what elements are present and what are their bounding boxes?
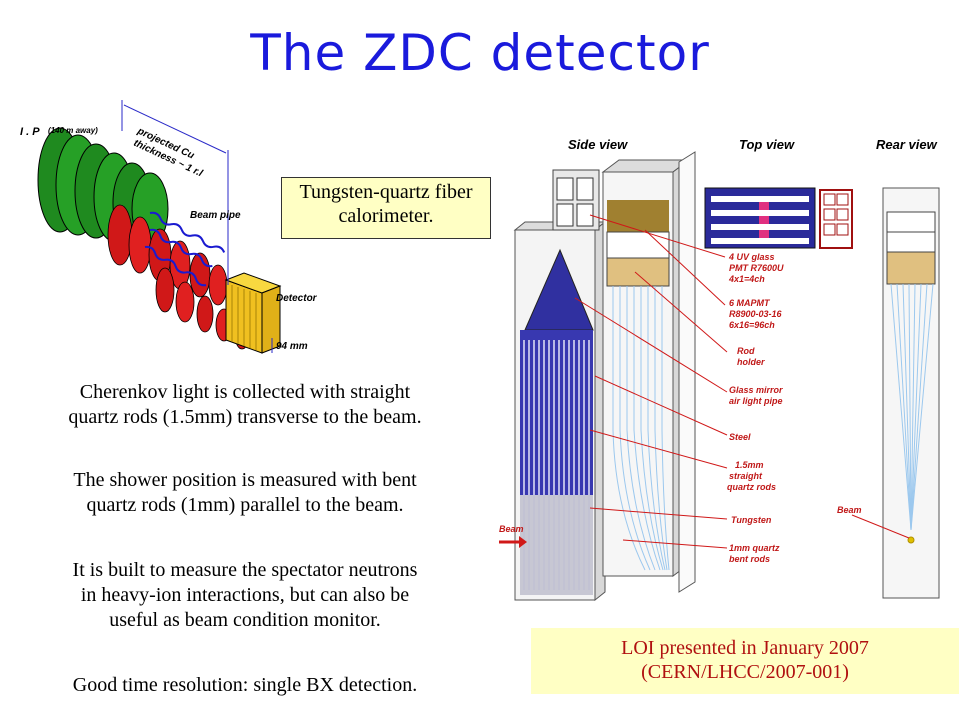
- ip-distance-label: (140 m away): [48, 126, 98, 135]
- svg-text:Beam: Beam: [837, 505, 862, 515]
- paragraph-line: Good time resolution: single BX detectio…: [72, 674, 418, 696]
- paragraph-line: quartz rods (1.5mm) transverse to the be…: [68, 406, 422, 428]
- detector-block: [224, 272, 282, 354]
- svg-text:4 UV glass: 4 UV glass: [728, 252, 775, 262]
- component-labels: 4 UV glass PMT R7600U 4x1=4ch 6 MAPMT R8…: [499, 252, 862, 564]
- top-view-label: Top view: [739, 137, 795, 152]
- beam-detector-illustration: I . P (140 m away) projected Cu thicknes…: [20, 100, 318, 354]
- calorimeter-callout-text: Tungsten-quartz fiber calorimeter.: [299, 181, 473, 227]
- svg-text:Beam: Beam: [499, 524, 524, 534]
- dimension-lines: [121, 100, 273, 353]
- beam-pipe-label: Beam pipe: [190, 210, 241, 221]
- paragraph-line: Cherenkov light is collected with straig…: [79, 381, 411, 403]
- paragraph-line: quartz rods (1mm) parallel to the beam.: [86, 494, 404, 516]
- svg-text:Tungsten: Tungsten: [731, 515, 772, 525]
- svg-text:quartz rods: quartz rods: [727, 482, 776, 492]
- top-view-column: [601, 151, 696, 593]
- svg-text:Steel: Steel: [729, 432, 751, 442]
- ip-label: I . P: [20, 126, 40, 138]
- top-view-pmt-panel: [704, 187, 853, 249]
- paragraph-cherenkov: Cherenkov light is collected with straig…: [20, 380, 470, 430]
- svg-text:bent rods: bent rods: [729, 554, 770, 564]
- detector-views-diagram: Side view Top view Rear view: [499, 137, 940, 602]
- svg-text:straight: straight: [729, 471, 763, 481]
- beam-arrow: [499, 536, 527, 548]
- detector-label: Detector: [276, 293, 318, 304]
- rear-view: [882, 187, 940, 599]
- svg-text:holder: holder: [737, 357, 765, 367]
- svg-text:1mm quartz: 1mm quartz: [729, 543, 780, 553]
- size-label: 94 mm: [276, 341, 308, 352]
- paragraph-line: useful as beam condition monitor.: [109, 609, 381, 631]
- paragraph-line: It is built to measure the spectator neu…: [72, 559, 418, 581]
- svg-text:1.5mm: 1.5mm: [735, 460, 764, 470]
- rear-view-label: Rear view: [876, 137, 938, 152]
- svg-text:R8900-03-16: R8900-03-16: [729, 309, 783, 319]
- loi-line-1: LOI presented in January 2007: [621, 637, 869, 659]
- svg-text:Rod: Rod: [737, 346, 755, 356]
- svg-text:6 MAPMT: 6 MAPMT: [729, 298, 771, 308]
- paragraph-spectator-neutrons: It is built to measure the spectator neu…: [20, 558, 470, 633]
- svg-text:Glass mirror: Glass mirror: [729, 385, 783, 395]
- leader-lines: [574, 214, 910, 549]
- paragraph-line: The shower position is measured with ben…: [73, 469, 417, 491]
- calorimeter-callout: Tungsten-quartz fiber calorimeter.: [281, 177, 491, 239]
- page-title: The ZDC detector: [250, 24, 710, 82]
- paragraph-shower-position: The shower position is measured with ben…: [20, 468, 470, 518]
- particle-tracks: [144, 211, 226, 287]
- svg-text:4x1=4ch: 4x1=4ch: [728, 274, 765, 284]
- side-view: [513, 169, 607, 602]
- loi-line-2: (CERN/LHCC/2007-001): [641, 661, 849, 683]
- svg-text:PMT R7600U: PMT R7600U: [729, 263, 784, 273]
- paragraph-line: in heavy-ion interactions, but can also …: [80, 584, 410, 606]
- paragraph-time-resolution: Good time resolution: single BX detectio…: [20, 673, 470, 698]
- loi-callout: LOI presented in January 2007 (CERN/LHCC…: [531, 628, 959, 694]
- svg-text:air light pipe: air light pipe: [729, 396, 783, 406]
- side-view-label: Side view: [568, 137, 628, 152]
- svg-text:6x16=96ch: 6x16=96ch: [729, 320, 775, 330]
